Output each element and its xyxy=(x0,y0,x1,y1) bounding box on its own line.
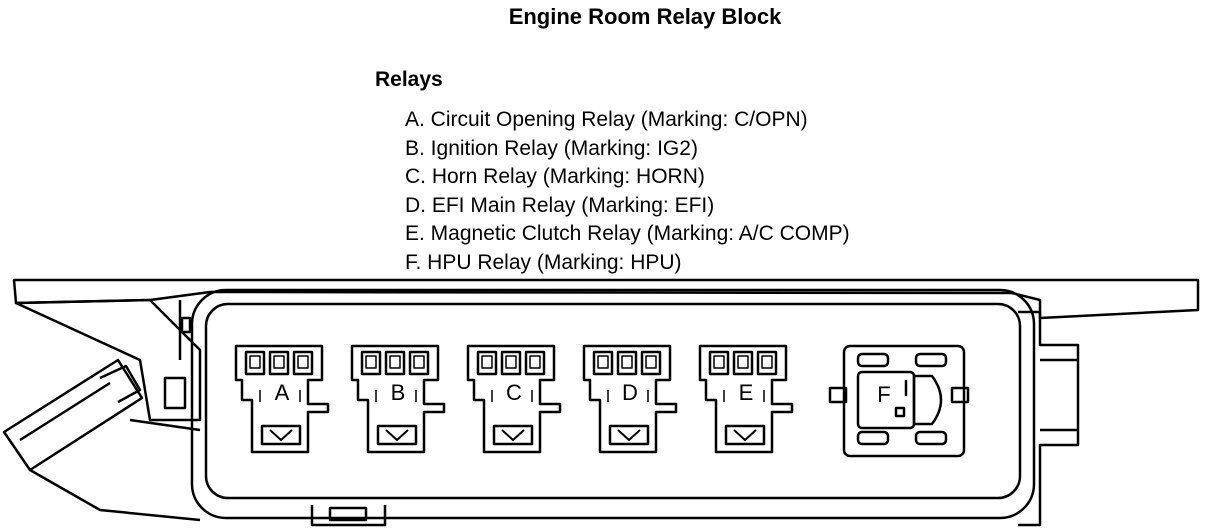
relay-legend-item-e: E. Magnetic Clutch Relay (Marking: A/C C… xyxy=(405,222,850,245)
slot-letter-f: F xyxy=(877,382,890,407)
slot-letter-d: D xyxy=(622,380,638,405)
relay-legend-item-b: B. Ignition Relay (Marking: IG2) xyxy=(405,136,698,160)
mounting-flange xyxy=(12,278,1200,422)
terminal-icon xyxy=(476,350,498,376)
terminal-icon xyxy=(360,350,382,376)
relay-legend-item-c: C. Horn Relay (Marking: HORN) xyxy=(405,165,705,188)
relay-slots: A B C D E xyxy=(234,344,794,454)
relay-slot-e: E xyxy=(698,344,794,454)
relay-slot-f: F xyxy=(828,344,970,458)
relays-heading: Relays xyxy=(375,68,443,91)
latch-icon xyxy=(260,424,302,446)
relay-block-body xyxy=(190,288,1036,520)
latch-icon xyxy=(492,424,534,446)
relay-legend-item-f: F. HPU Relay (Marking: HPU) xyxy=(405,250,682,274)
relay-legend-item-d: D. EFI Main Relay (Marking: EFI) xyxy=(405,193,715,217)
slot-letter-c: C xyxy=(506,380,522,405)
terminal-icon xyxy=(732,350,754,376)
slot-letter-e: E xyxy=(739,380,754,405)
side-connector xyxy=(2,358,201,522)
relay-legend-item-a: A. Circuit Opening Relay (Marking: C/OPN… xyxy=(405,108,808,131)
latch-icon xyxy=(608,424,650,446)
bottom-tab xyxy=(310,505,387,527)
terminal-icon xyxy=(592,350,614,376)
latch-icon xyxy=(376,424,418,446)
terminal-icon xyxy=(640,350,662,376)
terminal-icon xyxy=(500,350,522,376)
terminal-icon xyxy=(384,350,406,376)
terminal-icon xyxy=(408,350,430,376)
terminal-icon xyxy=(756,350,778,376)
relay-legend: A. Circuit Opening Relay (Marking: C/OPN… xyxy=(405,106,850,277)
relay-slot-c: C xyxy=(466,344,562,454)
latch-icon xyxy=(724,424,766,446)
relay-slot-b: B xyxy=(350,344,446,454)
relay-block-inner xyxy=(204,302,1022,500)
relay-slot-d: D xyxy=(582,344,678,454)
relay-slot-a: A xyxy=(234,344,330,454)
terminal-icon xyxy=(292,350,314,376)
terminal-icon xyxy=(708,350,730,376)
terminal-icon xyxy=(616,350,638,376)
diagram-title: Engine Room Relay Block xyxy=(508,4,782,29)
terminal-icon xyxy=(244,350,266,376)
terminal-icon xyxy=(524,350,546,376)
terminal-icon xyxy=(268,350,290,376)
slot-letter-a: A xyxy=(275,380,290,405)
right-bracket xyxy=(1018,310,1080,527)
slot-letter-b: B xyxy=(391,380,406,405)
